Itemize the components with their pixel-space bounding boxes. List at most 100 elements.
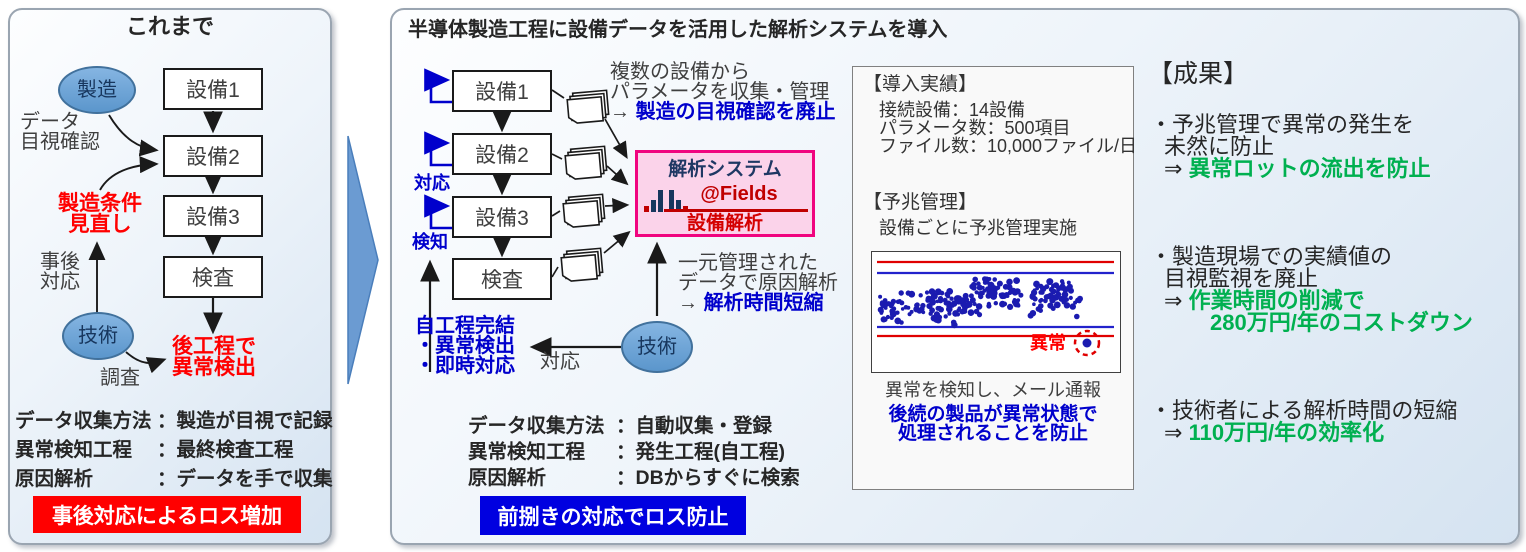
detect-label: 検知 (412, 232, 448, 252)
engineering-bubble-before: 技術 (62, 312, 134, 360)
mfg-condition-label: 製造条件 見直し (40, 193, 160, 235)
after-summary-row3: 原因解析 ：DBからすぐに検索 (468, 465, 800, 491)
engineering-bubble-before-label: 技術 (78, 325, 118, 347)
central-note-line2: データで原因解析 (678, 272, 838, 294)
after-response-label: 事後 対応 (40, 252, 80, 292)
results-box: 【導入実績】 接続設備：14設備 パラメータ数：500項目 ファイル数：10,0… (852, 66, 1137, 490)
outcome1-green: 異常ロットの流出を防止 (1188, 156, 1431, 181)
after-summary-row1: データ収集方法 ：自動収集・登録 (468, 413, 800, 439)
control-chart-plot (877, 260, 1114, 357)
doc-stack-icon-4 (560, 247, 604, 282)
before-summary-value2: ：最終検査工程 (157, 439, 294, 461)
outcome2-green2: 280万円/年のコストダウン (1210, 310, 1473, 335)
before-summary: データ収集方法 ：製造が目視で記録 異常検知工程 ：最終検査工程 原因解析 ：デ… (15, 407, 333, 494)
prevent-note-line1: 後続の製品が異常状態で (888, 404, 1098, 425)
after-box-inspection-label: 検査 (481, 269, 523, 292)
after-banner-label: 前捌きの対応でロス防止 (497, 505, 729, 529)
after-summary-label2: 異常検知工程 (468, 441, 586, 463)
analysis-system-title: 解析システム (668, 159, 782, 180)
visual-check-label: データ 目視確認 (20, 112, 100, 152)
self-complete-line3: ・即時対応 (415, 355, 515, 377)
outcome1-result: ⇒ 異常ロットの流出を防止 (1150, 158, 1431, 180)
before-box-equipment1-label: 設備1 (186, 79, 240, 102)
defect-found-line2: 異常検出 (172, 356, 256, 379)
before-box-inspection: 検査 (163, 256, 263, 298)
before-box-equipment2-label: 設備2 (186, 146, 240, 169)
after-title: 半導体製造工程に設備データを活用した解析システムを導入 (408, 19, 948, 41)
central-note-line1: 一元管理された (678, 252, 818, 274)
scatter-points (877, 276, 1083, 329)
response-label: 対応 (414, 173, 450, 193)
before-box-equipment3: 設備3 (163, 195, 263, 237)
mfg-condition-line1: 製造条件 (58, 192, 142, 215)
self-complete-note: 自工程完結 ・異常検出 ・即時対応 (415, 316, 515, 376)
visual-check-line1: データ (20, 111, 80, 133)
double-arrow-glyph-3: ⇒ (1164, 420, 1183, 445)
self-complete-line2: ・異常検出 (415, 335, 515, 357)
outcome-item-3: ・技術者による解析時間の短縮 ⇒ 110万円/年の効率化 (1150, 400, 1457, 444)
manufacturing-bubble-label: 製造 (77, 79, 117, 101)
analysis-system-sub: 設備解析 (686, 213, 763, 234)
collect-note: 複数の設備から パラメータを収集・管理 → 製造の目視確認を廃止 (610, 62, 836, 122)
after-box-equipment1-label: 設備1 (475, 81, 529, 104)
central-note-highlight: 解析時間短縮 (703, 292, 824, 314)
results-intro-line1: 接続設備：14設備 (879, 100, 1026, 120)
manufacturing-bubble: 製造 (58, 66, 136, 114)
collect-note-line2: パラメータを収集・管理 (610, 81, 830, 103)
after-summary: データ収集方法 ：自動収集・登録 異常検知工程 ：発生工程(自工程) 原因解析 … (468, 413, 800, 491)
transition-arrow-icon (347, 135, 379, 385)
before-summary-label2: 異常検知工程 (15, 439, 133, 461)
outcome1-line1: ・予兆管理で異常の発生を (1150, 112, 1415, 137)
double-arrow-glyph-2: ⇒ (1164, 288, 1183, 313)
before-summary-row1: データ収集方法 ：製造が目視で記録 (15, 407, 333, 436)
after-box-equipment3: 設備3 (452, 196, 552, 238)
outcome2-line1: ・製造現場での実績値の (1150, 244, 1393, 269)
prevent-note-line2: 処理されることを防止 (897, 423, 1088, 444)
after-summary-value1: ：自動収集・登録 (616, 415, 773, 437)
after-box-equipment2-label: 設備2 (475, 144, 529, 167)
after-banner: 前捌きの対応でロス防止 (480, 496, 746, 535)
before-banner-label: 事後対応によるロス増加 (51, 504, 283, 528)
engineering-bubble-after: 技術 (621, 321, 693, 373)
outcome3-green: 110万円/年の効率化 (1188, 420, 1385, 445)
doc-stack-icon-1 (566, 89, 610, 124)
central-note: 一元管理された データで原因解析 → 解析時間短縮 (678, 253, 838, 313)
before-box-equipment3-label: 設備3 (186, 206, 240, 229)
after-summary-label1: データ収集方法 (468, 415, 605, 437)
before-box-equipment2: 設備2 (163, 135, 263, 177)
before-summary-row3: 原因解析 ：データを手で収集 (15, 465, 333, 494)
predict-title: 【予兆管理】 (863, 192, 978, 213)
investigate-label: 調査 (100, 367, 140, 389)
results-intro-line3: ファイル数：10,000ファイル/日 (879, 136, 1138, 156)
right-arrow-glyph-1: → (610, 101, 630, 123)
after-summary-label3: 原因解析 (468, 467, 547, 489)
double-arrow-glyph-1: ⇒ (1164, 156, 1183, 181)
outcome-item-1: ・予兆管理で異常の発生を 未然に防止 ⇒ 異常ロットの流出を防止 (1150, 114, 1431, 180)
before-box-inspection-label: 検査 (192, 267, 234, 290)
after-response-line1: 事後 (40, 251, 80, 273)
after-box-equipment1: 設備1 (452, 70, 552, 112)
outcome1-line2: 未然に防止 (1164, 134, 1275, 159)
collect-note-line1: 複数の設備から (610, 61, 750, 83)
before-summary-value1: ：製造が目視で記録 (157, 410, 333, 432)
before-banner: 事後対応によるロス増加 (33, 496, 301, 533)
outcome-item-2: ・製造現場での実績値の 目視監視を廃止 ⇒ 作業時間の削減で 280万円/年のコ… (1150, 246, 1473, 334)
before-summary-label1: データ収集方法 (15, 410, 152, 432)
detect-mail-line: 異常を検知し、メール通報 (885, 380, 1101, 400)
collect-note-line3: → 製造の目視確認を廃止 (610, 102, 836, 122)
before-summary-label3: 原因解析 (15, 468, 94, 490)
predict-line: 設備ごとに予兆管理実施 (879, 218, 1077, 238)
mfg-condition-line2: 見直し (68, 213, 132, 236)
control-chart: 異常 (871, 251, 1121, 373)
doc-stack-icon-3 (562, 193, 606, 228)
collect-note-highlight: 製造の目視確認を廃止 (635, 101, 836, 123)
before-summary-value3: ：データを手で収集 (157, 468, 333, 490)
after-box-equipment3-label: 設備3 (475, 207, 529, 230)
outcome3-result: ⇒ 110万円/年の効率化 (1150, 422, 1457, 444)
defect-found-label: 後工程で 異常検出 (172, 336, 256, 378)
outcome2-result: ⇒ 作業時間の削減で (1150, 290, 1473, 312)
engineering-bubble-after-label: 技術 (637, 336, 677, 358)
outcome2-line2: 目視監視を廃止 (1164, 266, 1319, 291)
prevent-note: 後続の製品が異常状態で 処理されることを防止 (853, 405, 1133, 443)
results-intro-lines: 接続設備：14設備 パラメータ数：500項目 ファイル数：10,000ファイル/… (879, 101, 1137, 155)
